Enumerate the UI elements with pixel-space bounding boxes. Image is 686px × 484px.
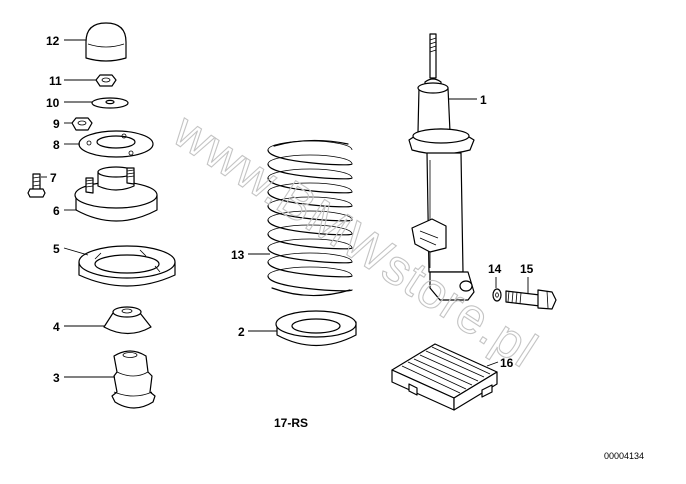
callout-5: 5 xyxy=(53,242,60,256)
coil-front-turn xyxy=(267,219,353,236)
part-14-washer xyxy=(492,288,502,302)
callout-16: 16 xyxy=(500,356,514,370)
callout-7: 7 xyxy=(50,171,57,185)
callout-labels: 12 11 10 9 8 7 6 5 4 3 13 2 1 14 15 16 xyxy=(46,34,534,385)
coil-back-turn xyxy=(267,252,353,263)
callout-2: 2 xyxy=(238,325,245,339)
coil-front-turn xyxy=(267,233,353,250)
callout-4: 4 xyxy=(53,320,60,334)
part-1-shock-absorber xyxy=(408,33,475,301)
part-12-cap xyxy=(85,22,127,62)
callout-9: 9 xyxy=(53,117,60,131)
part-10-washer xyxy=(91,97,129,109)
coil-back-turn xyxy=(267,168,353,179)
callout-11: 11 xyxy=(49,74,62,88)
callout-13: 13 xyxy=(231,248,245,262)
coil-front-turn xyxy=(267,149,353,166)
coil-back-turn xyxy=(267,266,353,277)
callout-14: 14 xyxy=(488,262,502,276)
coil-front-turn xyxy=(267,177,353,194)
coil-back-turn xyxy=(267,196,353,207)
coil-back-turn xyxy=(267,182,353,193)
part-6-strut-mount xyxy=(74,166,158,222)
part-5-rubber-ring xyxy=(78,245,176,287)
coil-front-turn xyxy=(267,247,353,264)
coil-top-end xyxy=(273,139,349,147)
document-number: 00004134 xyxy=(604,451,644,461)
part-4-bump-stop-cup xyxy=(103,306,152,335)
coil-front-turn xyxy=(267,163,353,180)
coil-back-turn xyxy=(267,154,353,165)
callout-8: 8 xyxy=(53,138,60,152)
coil-front-turn xyxy=(267,191,353,208)
coil-front-turn xyxy=(267,275,353,292)
part-16-control-module xyxy=(391,343,498,411)
part-8-plate xyxy=(78,130,154,158)
watermark-text: www.BMWstore.pl xyxy=(163,102,547,379)
coil-front-turn xyxy=(267,261,353,278)
callout-1: 1 xyxy=(480,93,487,107)
part-7-bolt xyxy=(27,173,46,198)
coil-front-turn xyxy=(267,205,353,222)
coil-back-turn xyxy=(267,224,353,235)
part-13-coil-spring xyxy=(267,139,353,297)
diagram-caption: 17-RS xyxy=(274,416,308,430)
coil-bottom-end xyxy=(271,287,351,297)
callout-3: 3 xyxy=(53,371,60,385)
part-15-bolt xyxy=(505,289,557,310)
coil-back-turn xyxy=(267,210,353,221)
callout-12: 12 xyxy=(46,34,60,48)
callout-15: 15 xyxy=(520,262,534,276)
part-3-auxiliary-spring xyxy=(111,350,156,409)
part-11-nut xyxy=(95,74,117,87)
coil-back-turn xyxy=(267,238,353,249)
leader-lines xyxy=(41,39,529,378)
callout-6: 6 xyxy=(53,204,60,218)
part-2-spring-pad xyxy=(275,310,357,347)
part-9-nut xyxy=(71,117,93,131)
callout-10: 10 xyxy=(46,96,60,110)
